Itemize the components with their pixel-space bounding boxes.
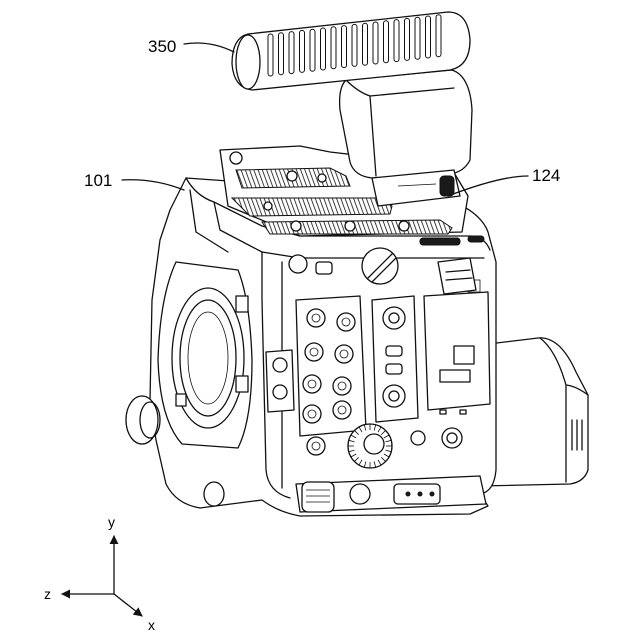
front-button	[333, 401, 351, 419]
front-button	[337, 313, 355, 331]
label-101: 101	[84, 171, 112, 190]
front-button	[303, 375, 321, 393]
front-button	[303, 405, 321, 423]
side-panel	[372, 280, 490, 422]
front-button	[335, 345, 353, 363]
axis-z-label: z	[44, 586, 51, 602]
front-button	[333, 377, 351, 395]
axis-y-label: y	[108, 514, 115, 530]
front-button	[307, 309, 325, 327]
label-124: 124	[532, 166, 560, 185]
x-axis-arrow	[114, 594, 142, 616]
front-button	[307, 437, 325, 455]
label-350: 350	[148, 37, 176, 56]
lens-mount	[126, 262, 252, 448]
leader-350	[184, 43, 234, 52]
front-button	[305, 343, 323, 361]
leader-101	[122, 180, 184, 190]
axis-indicator: y z x	[44, 514, 155, 633]
axis-x-label: x	[148, 617, 155, 633]
